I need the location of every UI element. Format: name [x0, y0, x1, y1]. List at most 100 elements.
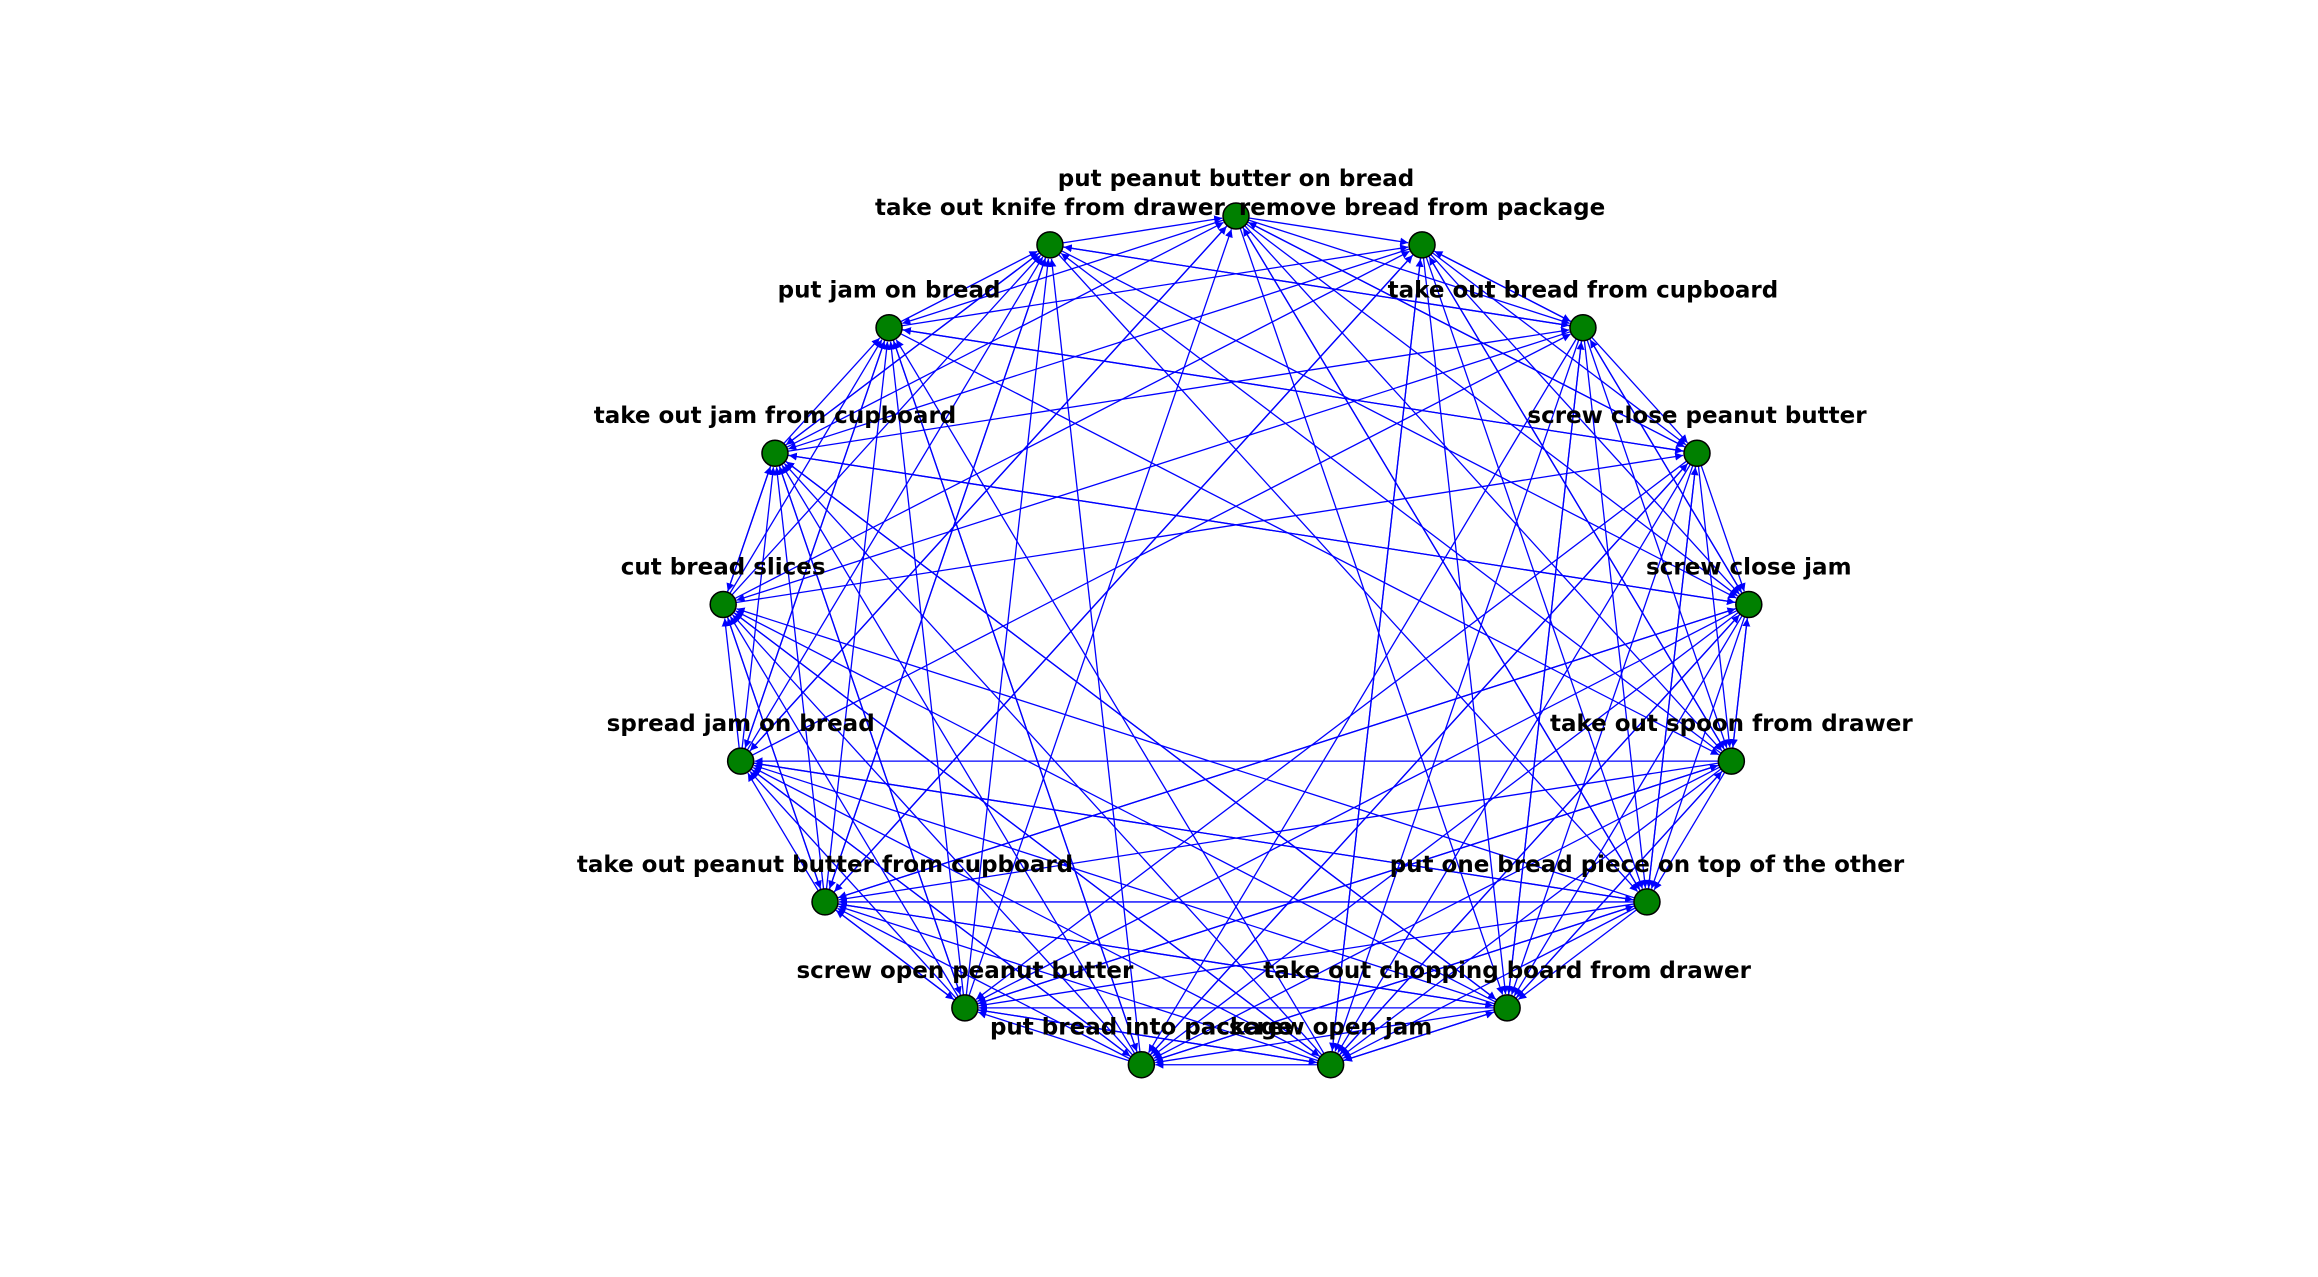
edge-n12-n2: [751, 333, 1571, 756]
edge-n8-n7: [1342, 1010, 1494, 1062]
edge-n0-n2: [1248, 219, 1570, 325]
node-label-n8: screw open jam: [1229, 1015, 1432, 1041]
edge-n9-n10: [978, 1010, 1130, 1062]
edge-n14-n7: [784, 460, 1497, 1000]
edge-n4-n6: [1650, 616, 1746, 889]
node-label-n2: take out bread from cupboard: [1388, 278, 1779, 304]
node-n14: [761, 439, 789, 467]
node-n15: [875, 313, 903, 342]
node-label-n12: spread jam on bread: [607, 711, 875, 737]
edge-n5-n8: [1341, 768, 1722, 1057]
edge-n7-n12: [753, 764, 1495, 1005]
edge-n6-n0: [1242, 227, 1641, 892]
edge-n3-n0: [1248, 221, 1686, 448]
node-n16: [1036, 231, 1064, 259]
edge-n11-n15: [825, 341, 891, 890]
edge-n6-n10: [978, 903, 1635, 1009]
edge-n8-n15: [895, 339, 1325, 1054]
edge-n2-n8: [1333, 339, 1580, 1052]
edge-n15-n1: [901, 244, 1409, 327]
edge-n5-n1: [1428, 256, 1726, 751]
node-label-n4: screw close jam: [1646, 555, 1852, 581]
edge-n13-n11: [726, 616, 822, 889]
edge-n5-n16: [1060, 252, 1722, 754]
edge-n14-n2: [787, 327, 1570, 452]
edge-n5-n6: [1653, 771, 1726, 891]
edge-n14-n4: [787, 454, 1736, 606]
edge-n2-n6: [1583, 340, 1649, 889]
edge-n12-n14: [741, 467, 777, 749]
edge-n3-n5: [1697, 466, 1733, 748]
edge-n14-n0: [786, 221, 1224, 448]
edge-n16-n4: [1061, 250, 1737, 599]
edge-n0-n7: [1239, 228, 1504, 995]
node-n8: [1316, 1050, 1345, 1079]
node-label-n9: put bread into package: [990, 1015, 1293, 1041]
edge-n7-n9: [1155, 1009, 1495, 1066]
edge-n0-n5: [1244, 225, 1723, 752]
node-n1: [1408, 231, 1436, 259]
edge-n13-n8: [733, 611, 1320, 1057]
edge-n15-n3: [901, 329, 1684, 454]
node-n4: [1735, 590, 1763, 619]
edge-n2-n1: [1434, 250, 1572, 323]
edge-n0-n4: [1245, 223, 1739, 597]
edge-n1-n6: [1425, 256, 1644, 889]
edge-n7-n13: [735, 610, 1496, 1003]
node-label-n0: put peanut butter on bread: [1058, 166, 1415, 192]
edge-n10-n0: [968, 229, 1233, 996]
edge-n11-n12: [747, 772, 819, 892]
node-n13: [709, 590, 737, 619]
edge-n13-n15: [729, 339, 883, 594]
edge-n16-n0: [1062, 215, 1223, 244]
edge-n4-n7: [1513, 615, 1743, 997]
edge-n9-n6: [1153, 904, 1634, 1062]
edge-n2-n13: [736, 331, 1571, 602]
edge-n16-n2: [1062, 246, 1570, 329]
edge-n14-n13: [726, 465, 772, 592]
edge-n12-n16: [746, 256, 1044, 751]
node-label-n7: take out chopping board from drawer: [1263, 958, 1751, 984]
edge-n3-n7: [1510, 465, 1694, 995]
node-n12: [726, 747, 755, 775]
node-label-n3: screw close peanut butter: [1527, 403, 1867, 429]
edge-n11-n4: [837, 607, 1736, 899]
edge-n13-n1: [734, 250, 1410, 600]
node-label-n16: take out knife from drawer: [875, 195, 1225, 221]
node-n3: [1683, 439, 1711, 467]
edge-n2-n9: [1148, 338, 1577, 1054]
node-label-n14: take out jam from cupboard: [594, 403, 957, 429]
edge-n5-n11: [838, 762, 1719, 903]
node-label-n6: put one bread piece on top of the other: [1390, 852, 1905, 878]
edge-n1-n14: [788, 248, 1410, 451]
edge-n11-n7: [837, 903, 1494, 1009]
edge-n4-n9: [1152, 611, 1739, 1057]
edge-n9-n3: [1149, 463, 1689, 1056]
edge-n4-n2: [1589, 339, 1743, 594]
edge-n0-n1: [1248, 217, 1409, 246]
edge-n9-n16: [1048, 258, 1141, 1052]
edge-n1-n7: [1422, 257, 1509, 995]
node-label-n13: cut bread slices: [621, 555, 826, 581]
edge-n9-n11: [837, 907, 1131, 1060]
edge-n12-n13: [721, 618, 740, 749]
edge-n10-n8: [977, 1009, 1317, 1066]
edge-n7-n5: [1515, 771, 1723, 999]
node-label-n15: put jam on bread: [778, 278, 1001, 304]
node-n7: [1493, 994, 1521, 1022]
edge-n11-n1: [833, 254, 1414, 893]
edge-n12-n0: [748, 225, 1228, 752]
edge-n6-n13: [736, 607, 1635, 899]
edge-n2-n5: [1586, 339, 1728, 749]
edge-n8-n1: [1331, 258, 1424, 1052]
edge-n10-n13: [729, 616, 959, 998]
node-n5: [1717, 747, 1746, 775]
edge-n14-n10: [778, 465, 962, 995]
edge-n9-n13: [732, 614, 1134, 1056]
edge-n15-n9: [892, 339, 1139, 1052]
edge-n10-n5: [977, 764, 1719, 1005]
edge-n15-n16: [900, 250, 1038, 323]
edge-n13-n3: [735, 452, 1684, 604]
